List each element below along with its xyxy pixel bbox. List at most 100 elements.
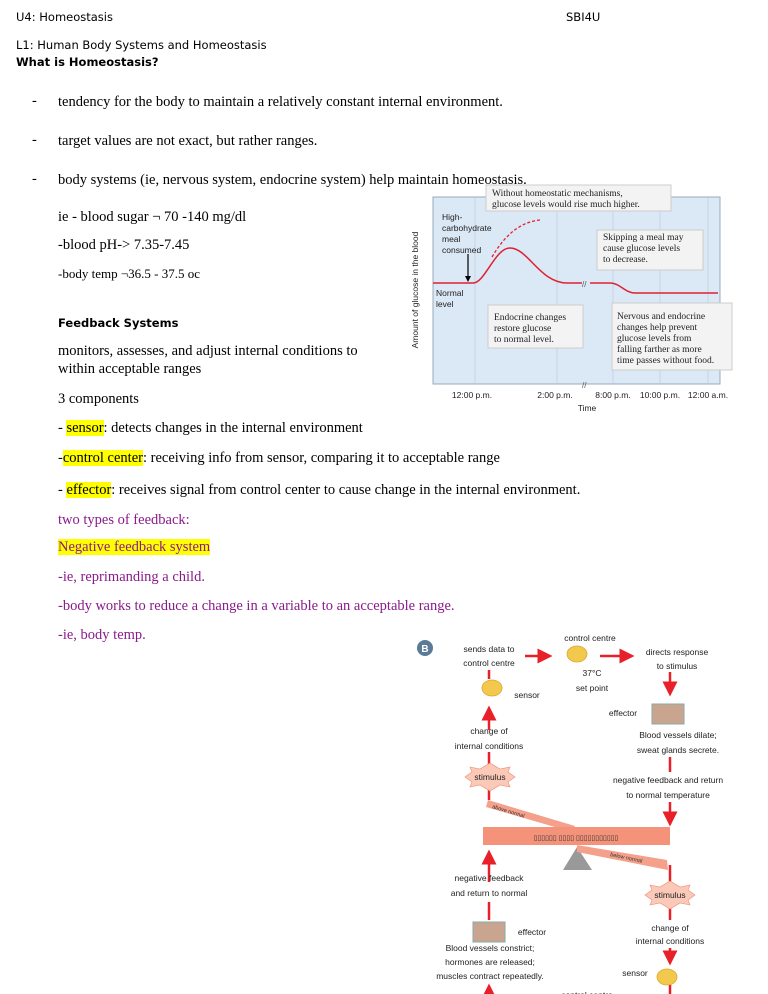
example-child: -ie, reprimanding a child. bbox=[58, 569, 205, 585]
sensor-def: : detects changes in the internal enviro… bbox=[103, 420, 363, 436]
feedback-desc-1: monitors, assesses, and adjust internal … bbox=[58, 343, 358, 359]
section-title: What is Homeostasis? bbox=[16, 55, 159, 69]
meal-label: meal bbox=[442, 234, 461, 244]
x-tick-label: 12:00 a.m. bbox=[688, 390, 728, 400]
component-sensor: - sensor: detects changes in the interna… bbox=[58, 420, 363, 436]
example-reduce: -body works to reduce a change in a vari… bbox=[58, 598, 455, 614]
control-centre-brain-icon bbox=[566, 645, 588, 663]
constrict-label: muscles contract repeatedly. bbox=[436, 971, 544, 981]
change-label: change of bbox=[470, 726, 508, 736]
annotation-box-skipping bbox=[596, 229, 704, 271]
bullet-dash: - bbox=[32, 93, 37, 109]
x-tick-label: 2:00 p.m. bbox=[537, 390, 572, 400]
annotation-box-nervous bbox=[611, 302, 733, 371]
effector-def: : receives signal from control center to… bbox=[111, 482, 581, 498]
constrict-label: hormones are released; bbox=[445, 957, 535, 967]
annotation-box-endocrine bbox=[487, 304, 584, 349]
annotation-text: glucose levels would rise much higher. bbox=[492, 200, 640, 210]
unit-label: U4: Homeostasis bbox=[16, 10, 113, 24]
glucose-dashed-curve bbox=[491, 219, 541, 258]
dilate-label: Blood vessels dilate; bbox=[639, 730, 717, 740]
annotation-text: Without homeostatic mechanisms, bbox=[492, 189, 623, 199]
constrict-label: Blood vessels constrict; bbox=[446, 943, 535, 953]
control-centre-label: control centre bbox=[564, 633, 616, 643]
neg-return-temp-label: to normal temperature bbox=[626, 790, 710, 800]
x-axis-label: Time bbox=[578, 403, 597, 413]
meal-label: High- bbox=[442, 212, 462, 222]
stimulus-burst bbox=[464, 762, 516, 792]
annotation-text: cause glucose levels bbox=[603, 244, 680, 254]
annotation-text: time passes without food. bbox=[617, 355, 714, 366]
negative-feedback-title: Negative feedback system bbox=[58, 539, 211, 555]
x-tick-label: 8:00 p.m. bbox=[595, 390, 630, 400]
annotation-text: Endocrine changes bbox=[494, 313, 566, 323]
control-centre-label: control centre bbox=[561, 990, 613, 994]
annotation-text: Skipping a meal may bbox=[603, 233, 684, 243]
glucose-curve-after-break bbox=[590, 282, 718, 294]
annotation-text: glucose levels from bbox=[617, 333, 692, 344]
glucose-figure: Amount of glucose in the blood // // Hig… bbox=[410, 184, 733, 413]
component-control: -control center: receiving info from sen… bbox=[58, 450, 500, 466]
sensor-term: sensor bbox=[66, 420, 104, 436]
control-def: : receiving info from sensor, comparing … bbox=[142, 450, 500, 466]
normal-label: level bbox=[436, 299, 454, 309]
neg-return-normal-label: negative feedback bbox=[455, 873, 525, 883]
svg-text://: // bbox=[582, 381, 587, 390]
x-tick-label: 12:00 p.m. bbox=[452, 390, 492, 400]
sends-data-label: sends data to bbox=[463, 644, 514, 654]
feedback-title: Feedback Systems bbox=[58, 316, 179, 330]
glucose-curve bbox=[433, 247, 582, 284]
sensor-label: sensor bbox=[514, 690, 540, 700]
lesson-label: L1: Human Body Systems and Homeostasis bbox=[16, 38, 267, 52]
bullet-dash: - bbox=[32, 132, 37, 148]
sensor-label: sensor bbox=[622, 968, 648, 978]
meal-label: consumed bbox=[442, 245, 481, 255]
svg-text://: // bbox=[582, 280, 587, 289]
bullet-2: target values are not exact, but rather … bbox=[58, 133, 318, 149]
sends-data-label: control centre bbox=[463, 658, 515, 668]
annotation-box-without bbox=[485, 184, 672, 212]
skin-effector-icon bbox=[651, 703, 685, 725]
bullet-3: body systems (ie, nervous system, endocr… bbox=[58, 172, 527, 188]
effector-label: effector bbox=[609, 708, 637, 718]
sensor-brain-icon bbox=[656, 968, 678, 986]
example-temp: -body temp ¬36.5 - 37.5 oc bbox=[58, 266, 201, 281]
neg-return-normal-label: and return to normal bbox=[451, 888, 528, 898]
annotation-text: changes help prevent bbox=[617, 323, 698, 333]
feedback-types: two types of feedback: bbox=[58, 512, 190, 528]
sensor-brain-icon bbox=[481, 679, 503, 697]
negative-feedback-diagram: B above normal below normal ▯▯▯▯▯▯ ▯▯▯▯ … bbox=[417, 633, 723, 994]
neg-return-temp-label: negative feedback and return bbox=[613, 775, 723, 785]
change-label: internal conditions bbox=[636, 936, 705, 946]
annotation-text: falling farther as more bbox=[617, 344, 702, 355]
fulcrum bbox=[563, 847, 592, 870]
badge-letter: B bbox=[421, 644, 428, 655]
bullet-dash: - bbox=[32, 171, 37, 187]
annotation-text: Nervous and endocrine bbox=[617, 312, 705, 322]
directs-label: to stimulus bbox=[657, 661, 698, 671]
directs-label: directs response bbox=[646, 647, 709, 657]
annotation-text: restore glucose bbox=[494, 324, 551, 334]
set-temp-label: 37°C bbox=[583, 668, 602, 678]
stimulus-burst bbox=[644, 880, 696, 910]
bullet-1: tendency for the body to maintain a rela… bbox=[58, 94, 503, 110]
annotation-text: to normal level. bbox=[494, 335, 554, 345]
skin-effector-icon bbox=[472, 921, 506, 943]
course-code: SBI4U bbox=[566, 10, 601, 24]
effector-term: effector bbox=[66, 482, 112, 498]
control-term: control center bbox=[62, 450, 143, 466]
y-axis-label: Amount of glucose in the blood bbox=[410, 231, 420, 348]
beam-text: ▯▯▯▯▯▯ ▯▯▯▯ ▯▯▯▯▯▯▯▯▯▯▯ bbox=[534, 835, 619, 842]
stimulus-label: stimulus bbox=[654, 890, 685, 900]
normal-label: Normal bbox=[436, 288, 464, 298]
change-label: internal conditions bbox=[455, 741, 524, 751]
annotation-text: to decrease. bbox=[603, 255, 648, 265]
components-title: 3 components bbox=[58, 391, 139, 407]
balance-beam bbox=[483, 827, 670, 845]
x-tick-label: 10:00 p.m. bbox=[640, 390, 680, 400]
example-sugar: ie - blood sugar ¬ 70 -140 mg/dl bbox=[58, 209, 247, 225]
component-effector: - effector: receives signal from control… bbox=[58, 482, 581, 498]
meal-label: carbohydrate bbox=[442, 223, 492, 233]
example-ph: -blood pH-> 7.35-7.45 bbox=[58, 237, 190, 253]
dilate-label: sweat glands secrete. bbox=[637, 745, 719, 755]
